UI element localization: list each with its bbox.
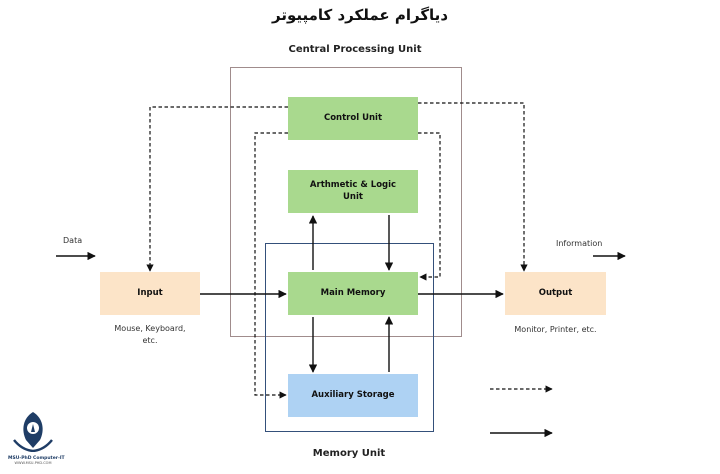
alu-box: Arthmetic & Logic Unit [288, 170, 418, 213]
output-box: Output [505, 272, 606, 315]
main-memory-box: Main Memory [288, 272, 418, 315]
cpu-frame [230, 67, 462, 337]
control-unit-box: Control Unit [288, 97, 418, 140]
input-box: Input [100, 272, 200, 315]
memory-unit-label: Memory Unit [312, 448, 386, 459]
memory-unit-frame [265, 243, 434, 432]
input-devices-line2: etc. [142, 335, 158, 345]
input-devices-line1: Mouse, Keyboard, [114, 324, 186, 333]
data-label: Data [63, 236, 83, 245]
logo-name: MSU-PhD Computer-IT [8, 456, 65, 461]
information-label: Information [556, 239, 603, 248]
control-to-input-arrow [146, 106, 288, 272]
control-to-output-arrow [418, 102, 528, 272]
cpu-label: Central Processing Unit [288, 44, 422, 55]
output-devices-caption: Monitor, Printer, etc. [514, 325, 597, 334]
input-devices-caption: Mouse, Keyboard, etc. [100, 323, 200, 346]
logo: MSU-PhD Computer-IT WWW.MSU-PHD.COM [8, 410, 65, 470]
control-to-memory-arrow [418, 132, 441, 281]
alu-label-line2: Unit [343, 191, 363, 202]
alu-label-line1: Arthmetic & Logic [309, 180, 397, 191]
diagram-title: دیاگرام عملکرد کامپیوتر [271, 6, 449, 24]
auxiliary-storage-box: Auxiliary Storage [288, 374, 418, 417]
control-to-storage-arrow [254, 132, 288, 399]
logo-emblem-icon [13, 412, 53, 453]
logo-tagline: WWW.MSU-PHD.COM [14, 461, 52, 465]
